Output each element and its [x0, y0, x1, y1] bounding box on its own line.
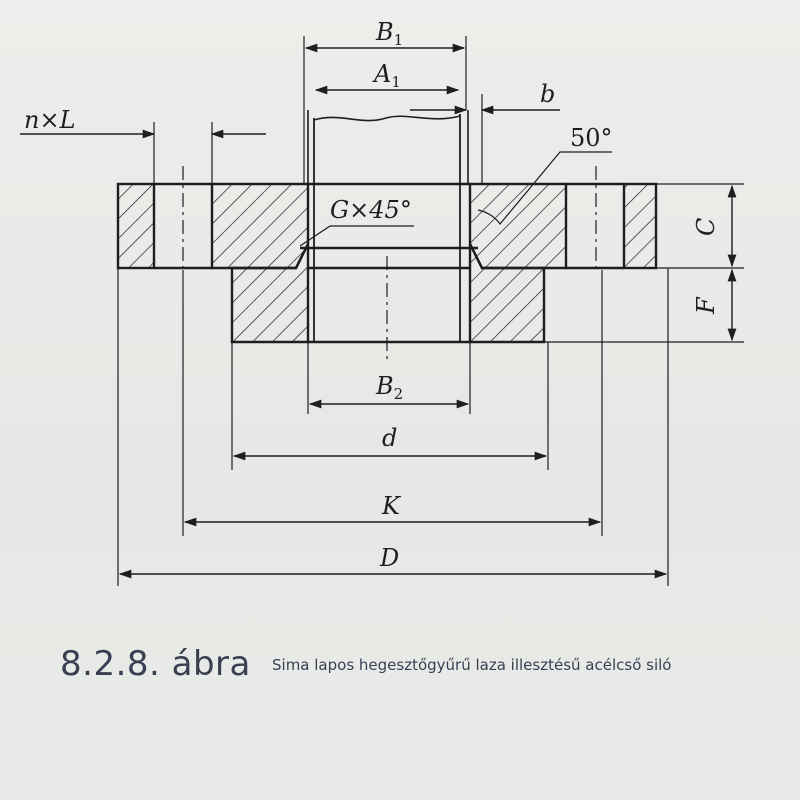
label-A1: A1	[372, 60, 401, 91]
dimension-lines	[20, 43, 737, 579]
label-chamfer: G×45°	[330, 196, 412, 224]
label-B1: B1	[375, 18, 403, 49]
label-D: D	[379, 544, 399, 572]
label-B2: B2	[375, 372, 403, 403]
label-F: F	[692, 296, 720, 315]
figure-number: 8.2.8. ábra	[60, 644, 251, 684]
label-d: d	[382, 424, 397, 452]
label-nL: n×L	[24, 106, 76, 134]
section-right-outer	[622, 182, 658, 270]
figure-caption: Sima lapos hegesztőgyűrű laza illesztésű…	[272, 656, 672, 674]
section-right-inner	[468, 182, 568, 270]
label-K: K	[381, 492, 402, 520]
section-left-inner	[210, 182, 310, 270]
label-angle: 50°	[570, 124, 613, 152]
section-left-outer	[116, 182, 156, 270]
center-lines	[182, 166, 597, 360]
flange-sections	[116, 182, 658, 344]
label-b: b	[540, 80, 555, 108]
extension-lines	[117, 36, 744, 586]
label-C: C	[692, 218, 720, 236]
section-left-ring	[230, 243, 310, 344]
